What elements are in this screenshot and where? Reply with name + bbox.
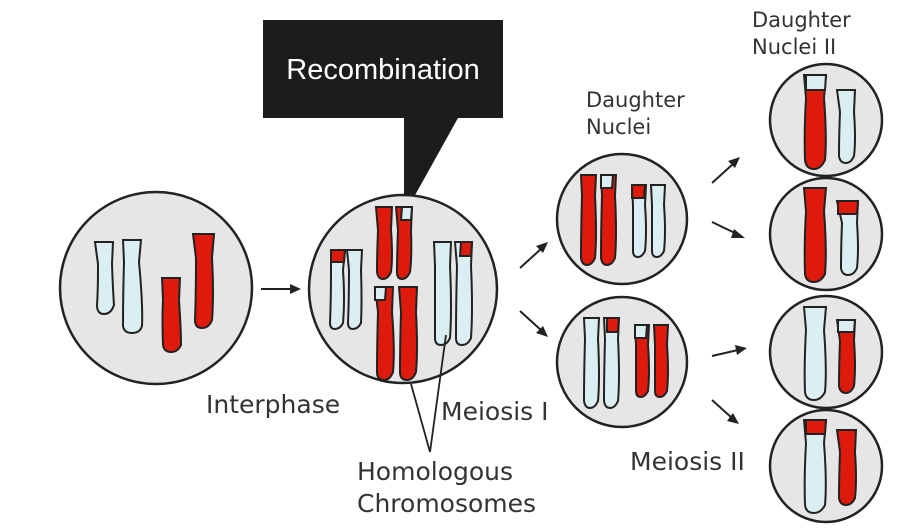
arrow-to-meiosis-1 — [261, 284, 301, 294]
chromosome-pair-lower — [373, 286, 419, 382]
daughter-nuclei-label-line-1: Daughter — [586, 88, 685, 112]
chromosome-pair-left — [328, 249, 364, 331]
chromosome-pair-upper — [374, 206, 414, 281]
daughter-nuclei-2-label-line-2: Nuclei II — [752, 35, 836, 59]
chromosome-red — [160, 277, 183, 354]
daughter-ii-cell-4 — [768, 408, 884, 524]
daughter-cell-bottom — [555, 295, 689, 429]
arrow-to-daughter-top — [519, 242, 548, 269]
daughter-nuclei-label-line-2: Nuclei — [586, 115, 651, 139]
chromosome-pair-right — [432, 241, 474, 347]
homologous-pointer — [410, 334, 447, 453]
cell-membrane — [555, 152, 689, 286]
daughter-ii-cell-2 — [768, 176, 884, 292]
meiosis-1-label: Meiosis I — [441, 397, 549, 426]
chromosome-blue — [121, 239, 144, 335]
chromosome-blue — [93, 241, 116, 316]
arrow-d2-to-d2c — [711, 345, 747, 357]
meiosis-2-label: Meiosis II — [630, 447, 745, 476]
interphase-label: Interphase — [206, 390, 340, 419]
daughter-cell-top — [555, 152, 689, 286]
homologous-label-line-1: Homologous — [357, 457, 513, 486]
daughter-nuclei-2-label-line-1: Daughter — [752, 8, 851, 32]
arrow-to-daughter-bottom — [519, 310, 548, 337]
recombination-callout: Recombination — [263, 20, 503, 215]
arrow-d1-to-d2b — [711, 221, 745, 238]
cell-membrane — [58, 190, 254, 386]
daughter-ii-cell-3 — [768, 294, 884, 410]
arrow-d1-to-d2a — [711, 157, 740, 184]
callout-box — [263, 20, 503, 215]
callout-label: Recombination — [286, 54, 479, 86]
homologous-label-line-2: Chromosomes — [357, 489, 536, 518]
interphase-cell — [58, 190, 254, 386]
daughter-ii-cell-1 — [768, 62, 884, 178]
recombination-cell — [307, 193, 499, 385]
chromosome-red — [191, 233, 216, 330]
arrow-d2-to-d2d — [711, 399, 739, 424]
